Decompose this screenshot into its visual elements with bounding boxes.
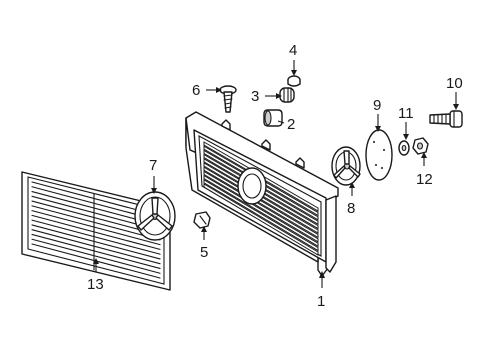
nut xyxy=(412,137,429,155)
callout-4: 4 xyxy=(289,42,297,59)
callout-10: 10 xyxy=(446,75,463,92)
callout-9: 9 xyxy=(373,97,381,114)
grille-insert xyxy=(21,171,171,291)
insert-slat xyxy=(31,214,161,250)
frame-slat xyxy=(203,178,319,252)
leader-lines xyxy=(93,60,459,288)
washer xyxy=(398,140,410,156)
screw xyxy=(219,85,237,113)
grille-frame xyxy=(185,111,339,277)
callout-labels: 1 2 3 4 5 6 7 8 9 10 11 12 13 xyxy=(87,42,463,310)
insert-slat xyxy=(31,210,161,246)
frame-slat xyxy=(203,170,319,243)
callout-6: 6 xyxy=(192,82,200,99)
cap xyxy=(287,75,301,87)
clip xyxy=(193,211,211,229)
insert-slat xyxy=(31,219,161,255)
callout-2: 2 xyxy=(287,116,295,133)
insert-slat xyxy=(31,238,161,274)
frame-slat xyxy=(203,166,319,239)
callout-13: 13 xyxy=(87,276,104,293)
mounting-plate xyxy=(365,129,393,181)
frame-slat xyxy=(203,174,319,248)
emblem-rear xyxy=(331,146,361,186)
callout-1: 1 xyxy=(317,293,325,310)
insert-slat xyxy=(31,229,161,265)
callout-12: 12 xyxy=(416,171,433,188)
callout-5: 5 xyxy=(200,244,208,261)
callout-7: 7 xyxy=(149,157,157,174)
callout-8: 8 xyxy=(347,200,355,217)
emblem-front xyxy=(134,191,176,241)
insert-slat xyxy=(31,233,161,270)
callout-11: 11 xyxy=(398,105,414,122)
spring-sleeve xyxy=(279,87,295,103)
bolt xyxy=(429,110,463,128)
insert-slat xyxy=(31,224,161,260)
frame-slat xyxy=(203,183,319,256)
rubber-buffer xyxy=(263,109,283,127)
callout-3: 3 xyxy=(251,88,259,105)
insert-slat xyxy=(31,205,161,241)
